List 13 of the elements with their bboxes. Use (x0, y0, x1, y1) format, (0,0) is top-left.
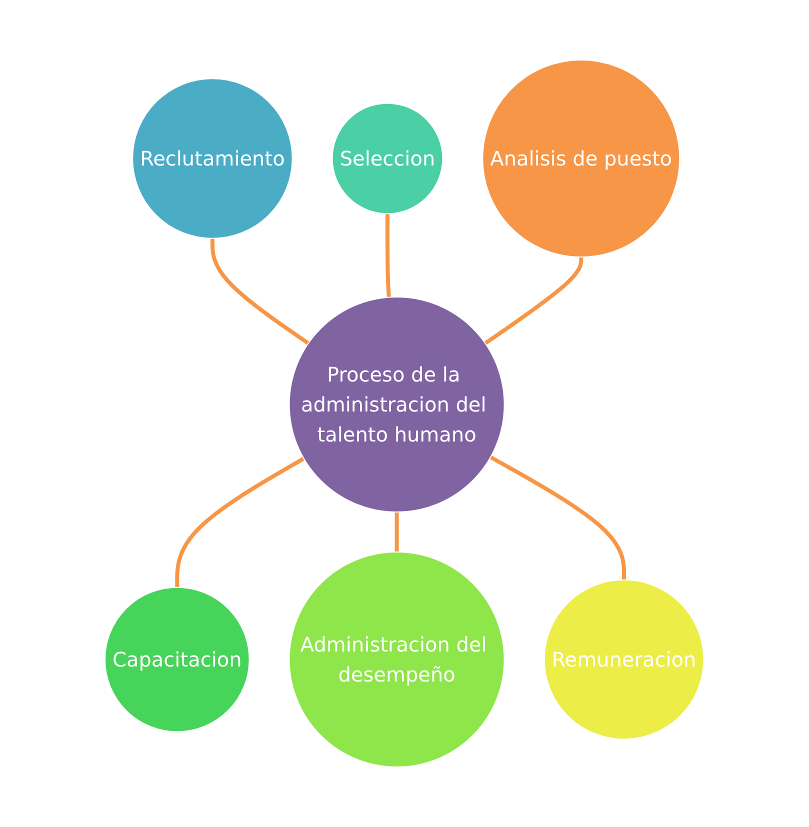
node-circle: Capacitacion (104, 586, 250, 732)
connector (210, 238, 310, 345)
node-circle: Administracion del desempeño (288, 552, 505, 768)
node-circle: Analisis de puesto (482, 59, 680, 258)
connector (484, 257, 584, 345)
connector (386, 214, 392, 298)
connector (175, 456, 305, 588)
node-circle: Reclutamiento (132, 78, 293, 239)
node-circle: Proceso de la administracion del talento humano (288, 296, 505, 512)
connector (490, 455, 626, 580)
connector (394, 512, 399, 552)
node-circle: Remuneracion (544, 579, 704, 740)
node-circle: Seleccion (332, 102, 444, 214)
